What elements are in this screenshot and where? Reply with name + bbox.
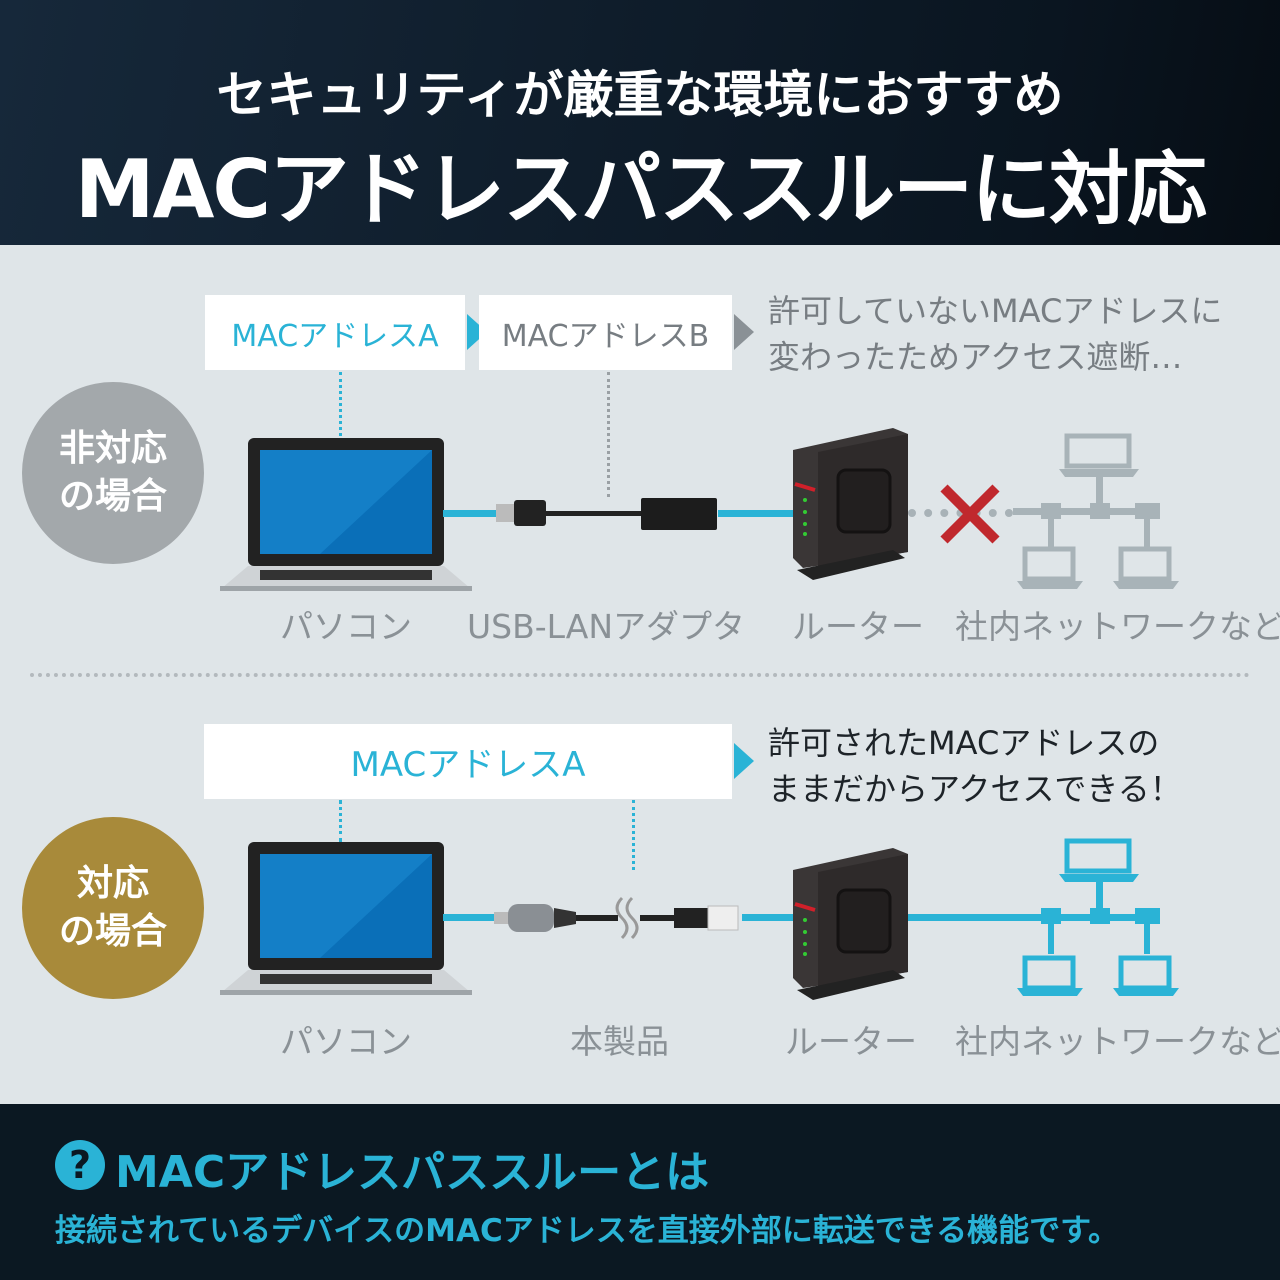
- arrow-icon: [734, 314, 754, 350]
- cable: [908, 914, 1018, 921]
- blocked-link: [908, 509, 1013, 517]
- header-subtitle: セキュリティが厳重な環境におすすめ: [216, 66, 1064, 124]
- label-usb-lan-adapter: USB-LANアダプタ: [467, 607, 746, 646]
- mac-b-box: MACアドレスB: [479, 295, 732, 370]
- footer-description: 接続されているデバイスのMACアドレスを直接外部に転送できる機能です。: [55, 1213, 1120, 1249]
- laptop-icon: [220, 438, 472, 591]
- dotted-connector: [607, 372, 610, 497]
- cable: [718, 510, 798, 517]
- label-network: 社内ネットワークなど: [955, 1022, 1280, 1061]
- question-icon: ?: [55, 1140, 105, 1190]
- label-router: ルーター: [792, 607, 924, 646]
- supported-badge: 対応 の場合: [22, 817, 204, 999]
- dotted-connector: [632, 800, 635, 870]
- laptop-icon: [220, 842, 472, 995]
- network-icon: [1013, 838, 1179, 996]
- arrow-icon: [734, 743, 754, 779]
- blocked-note: 許可していないMACアドレスに変わったためアクセス遮断…: [768, 288, 1222, 380]
- dotted-connector: [339, 372, 342, 442]
- unsupported-badge: 非対応 の場合: [22, 382, 204, 564]
- allowed-note: 許可されたMACアドレスのままだからアクセスできる！: [768, 720, 1182, 812]
- section-divider: [30, 673, 1250, 677]
- label-network: 社内ネットワークなど: [955, 607, 1280, 646]
- note-line: 変わったためアクセス遮断…: [768, 338, 1183, 376]
- mac-a-box: MACアドレスA: [204, 724, 732, 799]
- label-pc: パソコン: [280, 607, 412, 646]
- blocked-x-icon: [940, 484, 1000, 544]
- cable: [443, 914, 498, 921]
- cable: [443, 510, 498, 517]
- footer: [0, 1104, 1280, 1280]
- label-pc: パソコン: [280, 1022, 412, 1061]
- dotted-connector: [339, 800, 342, 842]
- network-icon: [1013, 433, 1179, 589]
- label-product: 本製品: [570, 1022, 669, 1061]
- product-cable-icon: [494, 896, 739, 940]
- note-line: 許可されたMACアドレスの: [768, 724, 1160, 762]
- note-line: 許可していないMACアドレスに: [768, 292, 1223, 330]
- footer-title: MACアドレスパススルーとは: [115, 1147, 710, 1198]
- label-router: ルーター: [785, 1022, 917, 1061]
- router-icon: [793, 848, 908, 1000]
- usb-lan-adapter-icon: [496, 498, 717, 530]
- router-icon: [793, 428, 908, 580]
- header-banner: [0, 0, 1280, 245]
- note-line: ままだからアクセスできる！: [768, 770, 1182, 808]
- cable: [742, 914, 798, 921]
- header-title: MACアドレスパススルーに対応: [74, 143, 1207, 236]
- mac-a-box: MACアドレスA: [205, 295, 465, 370]
